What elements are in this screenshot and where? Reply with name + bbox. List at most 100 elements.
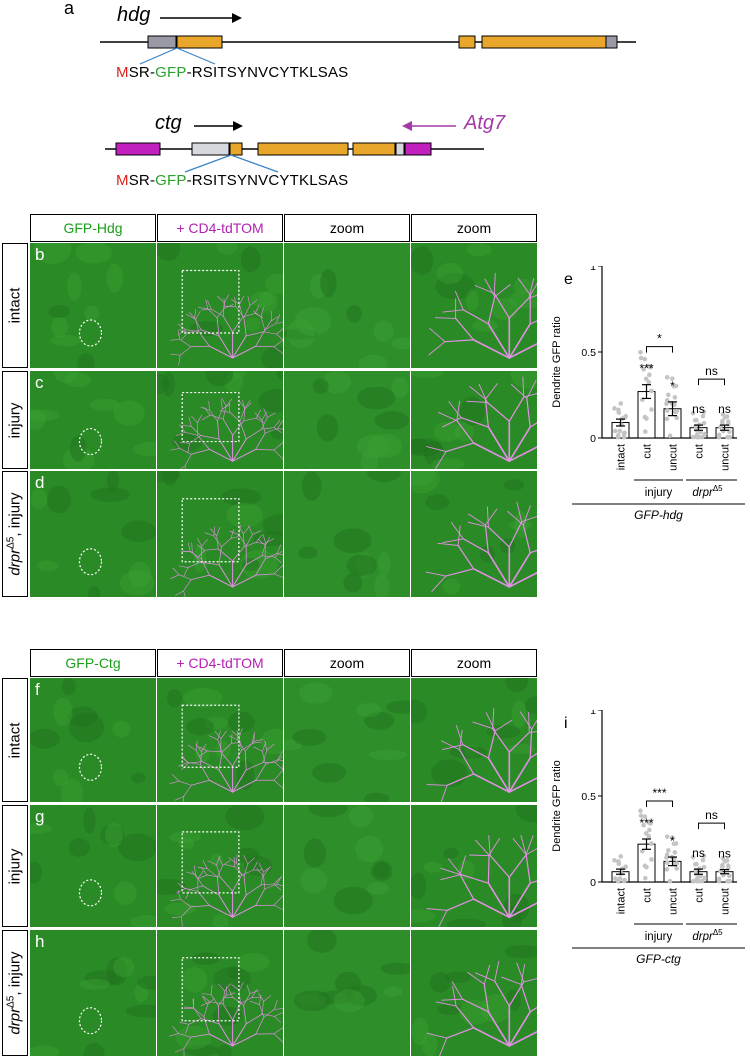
data-point: [622, 430, 627, 436]
micrograph-tile: c: [30, 371, 156, 469]
micrograph-tile: [411, 371, 537, 469]
data-point: [701, 409, 707, 415]
data-point: [700, 857, 706, 863]
y-tick-label: 1: [590, 710, 596, 717]
data-point: [674, 415, 680, 421]
hdg-fusion-sequence: MSR-GFP-RSITSYNVCYTKLSAS: [116, 64, 348, 81]
data-point: [700, 413, 706, 419]
data-point: [696, 434, 701, 440]
y-tick-label: 1: [590, 266, 596, 273]
seq-start-m: M: [116, 172, 129, 189]
micrograph-tile: [284, 678, 410, 802]
category-label: uncut: [668, 888, 680, 915]
data-point: [722, 415, 728, 420]
data-point: [669, 835, 675, 840]
bracket-label: ***: [652, 786, 666, 800]
group-label-injury: injury: [645, 487, 673, 499]
data-point: [674, 866, 680, 871]
y-tick-label: 0.5: [581, 347, 596, 359]
data-point: [698, 873, 703, 879]
header-zoom: zoom: [284, 649, 410, 677]
bracket-label: ns: [705, 364, 718, 378]
header-gfp-hdg: GFP-Hdg: [30, 214, 156, 242]
significance-label: *: [670, 379, 675, 393]
data-point: [722, 859, 728, 864]
data-point: [698, 429, 703, 435]
data-point: [691, 434, 696, 440]
data-point: [649, 407, 654, 412]
row-label-drpr-injury: drprΔ5, injury: [2, 471, 28, 597]
data-point: [638, 808, 643, 814]
comparison-bracket: [646, 800, 673, 807]
y-axis-label: Dendrite GFP ratio: [551, 760, 563, 852]
significance-label: ns: [692, 846, 705, 860]
ctg-exon-3: [352, 142, 396, 156]
data-point: [642, 875, 648, 881]
significance-label: ***: [639, 816, 653, 830]
micrograph-tile: [411, 471, 537, 597]
micrograph-tile: [411, 930, 537, 1056]
data-point: [690, 410, 696, 416]
panel-letter: h: [35, 932, 45, 951]
significance-label: ns: [718, 402, 731, 416]
data-point: [691, 878, 696, 884]
group-label-drpr: drprΔ5: [692, 928, 723, 943]
category-label: cut: [642, 888, 654, 903]
panel-letter: f: [35, 680, 40, 699]
data-point: [664, 416, 670, 422]
significance-label: ***: [639, 362, 653, 376]
hdg-arrow-head: [232, 13, 242, 23]
atg7-exon-2: [404, 142, 432, 156]
data-point: [616, 410, 622, 415]
data-point: [664, 834, 670, 839]
gene-label-hdg: hdg: [117, 4, 151, 26]
micrograph-tile: [284, 805, 410, 927]
gene-diagram: [100, 13, 636, 173]
data-point: [616, 861, 622, 867]
micrograph-tile: f: [30, 678, 156, 802]
significance-label: ns: [692, 402, 705, 416]
data-point: [701, 853, 707, 859]
data-point: [727, 873, 732, 879]
seq-gfp: GFP: [155, 64, 187, 81]
data-point: [638, 813, 644, 818]
category-label: cut: [694, 444, 706, 459]
genotype-label: GFP-ctg: [636, 952, 681, 966]
header-zoom: zoom: [411, 214, 537, 242]
hdg-utr-3: [605, 35, 618, 49]
data-point: [666, 392, 671, 398]
data-point: [669, 376, 675, 381]
ctg-exon-2: [257, 142, 349, 156]
comparison-bracket: [698, 378, 725, 386]
data-point: [725, 878, 731, 884]
panel-letter-a: a: [64, 0, 75, 18]
data-point: [665, 860, 670, 866]
hdg-utr-5: [147, 35, 177, 49]
data-point: [699, 878, 705, 884]
data-point: [690, 854, 696, 860]
data-point: [701, 420, 707, 426]
header-zoom: zoom: [284, 214, 410, 242]
data-point: [648, 364, 653, 370]
category-label: uncut: [668, 444, 680, 471]
data-point: [667, 433, 673, 439]
header-gfp-ctg: GFP-Ctg: [30, 649, 156, 677]
panel-letter: g: [35, 807, 45, 826]
data-point: [720, 862, 725, 868]
data-point: [642, 429, 648, 434]
data-point: [618, 854, 624, 859]
data-point: [665, 408, 670, 413]
data-point: [643, 376, 649, 382]
data-point: [701, 864, 707, 870]
data-point: [638, 355, 644, 361]
data-point: [615, 434, 621, 440]
ctg-insert-line-left: [184, 154, 232, 173]
data-point: [671, 383, 677, 389]
panel-letter: i: [564, 715, 568, 732]
micrograph-tile: h: [30, 930, 156, 1056]
data-point: [613, 428, 618, 434]
ctg-fusion-sequence: MSR-GFP-RSITSYNVCYTKLSAS: [116, 172, 348, 189]
seq-sr: SR-: [128, 64, 156, 81]
data-point: [664, 867, 670, 872]
